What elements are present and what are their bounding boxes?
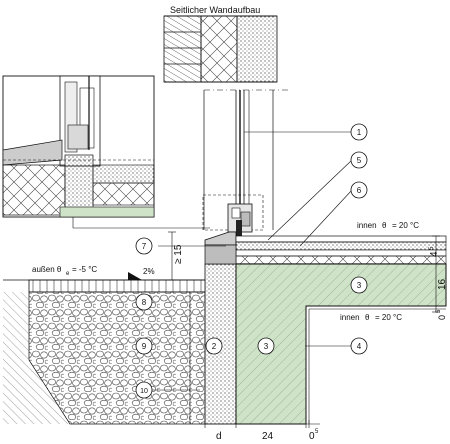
dim-24: 24	[262, 431, 274, 442]
callout-2-label: 2	[212, 342, 217, 351]
dim-d: d	[216, 431, 222, 442]
theta-symbol-bottom: θ	[365, 313, 370, 322]
callout-8: 8	[135, 293, 153, 311]
dim-4-sup: 5	[429, 246, 435, 250]
outside-label: außen θ	[32, 265, 62, 274]
outside-value: = -5 °C	[72, 265, 97, 274]
window-column	[202, 90, 274, 246]
inside-label-top: innen	[357, 221, 377, 230]
callout-7-label: 7	[142, 242, 147, 251]
callout-1: 1	[350, 123, 368, 141]
outside-label-sub: e	[66, 271, 70, 277]
callout-3-wall-label: 3	[264, 342, 269, 351]
inset-detail	[2, 75, 210, 229]
floor-buildup	[235, 235, 447, 265]
inside-value-bottom: = 20 °C	[375, 313, 402, 322]
callout-5-label: 5	[357, 156, 362, 165]
dim-16: 16	[437, 278, 448, 290]
dim-05-right-sup: 5	[436, 309, 442, 313]
callout-9-label: 9	[142, 342, 147, 351]
side-wall-section	[163, 15, 290, 91]
callout-3-wall: 3	[257, 337, 275, 355]
callout-4-label: 4	[357, 342, 362, 351]
callout-6-label: 6	[357, 186, 362, 195]
callout-4: 4	[350, 337, 368, 355]
wall-section-title: Seitlicher Wandaufbau	[170, 5, 260, 15]
inside-label-bottom: innen	[340, 313, 360, 322]
callout-10: 10	[135, 381, 153, 399]
slope-label: 2%	[143, 267, 155, 276]
leader-lines	[152, 131, 353, 391]
dim-05-bottom: 0	[309, 431, 315, 442]
callout-8-label: 8	[142, 298, 147, 307]
slope-indicator	[128, 272, 142, 280]
theta-symbol-top: θ	[382, 221, 387, 230]
dim-05-bottom-sup: 5	[315, 429, 319, 435]
callout-3-slab-label: 3	[357, 281, 362, 290]
dimension-lines	[168, 231, 440, 428]
dim-4: 4	[429, 251, 440, 257]
callout-6: 6	[350, 181, 368, 199]
inside-value-top: = 20 °C	[392, 221, 419, 230]
callout-2: 2	[205, 337, 223, 355]
callout-10-label: 10	[140, 388, 148, 395]
dim-05-right: 0	[437, 315, 447, 320]
callout-1-label: 1	[357, 128, 362, 137]
perimeter-insulation	[204, 244, 237, 425]
callout-3-slab: 3	[350, 276, 368, 294]
dim-min-15: ≥ 15	[173, 244, 184, 264]
callout-9: 9	[135, 337, 153, 355]
callout-7: 7	[135, 237, 153, 255]
callout-5: 5	[350, 151, 368, 169]
